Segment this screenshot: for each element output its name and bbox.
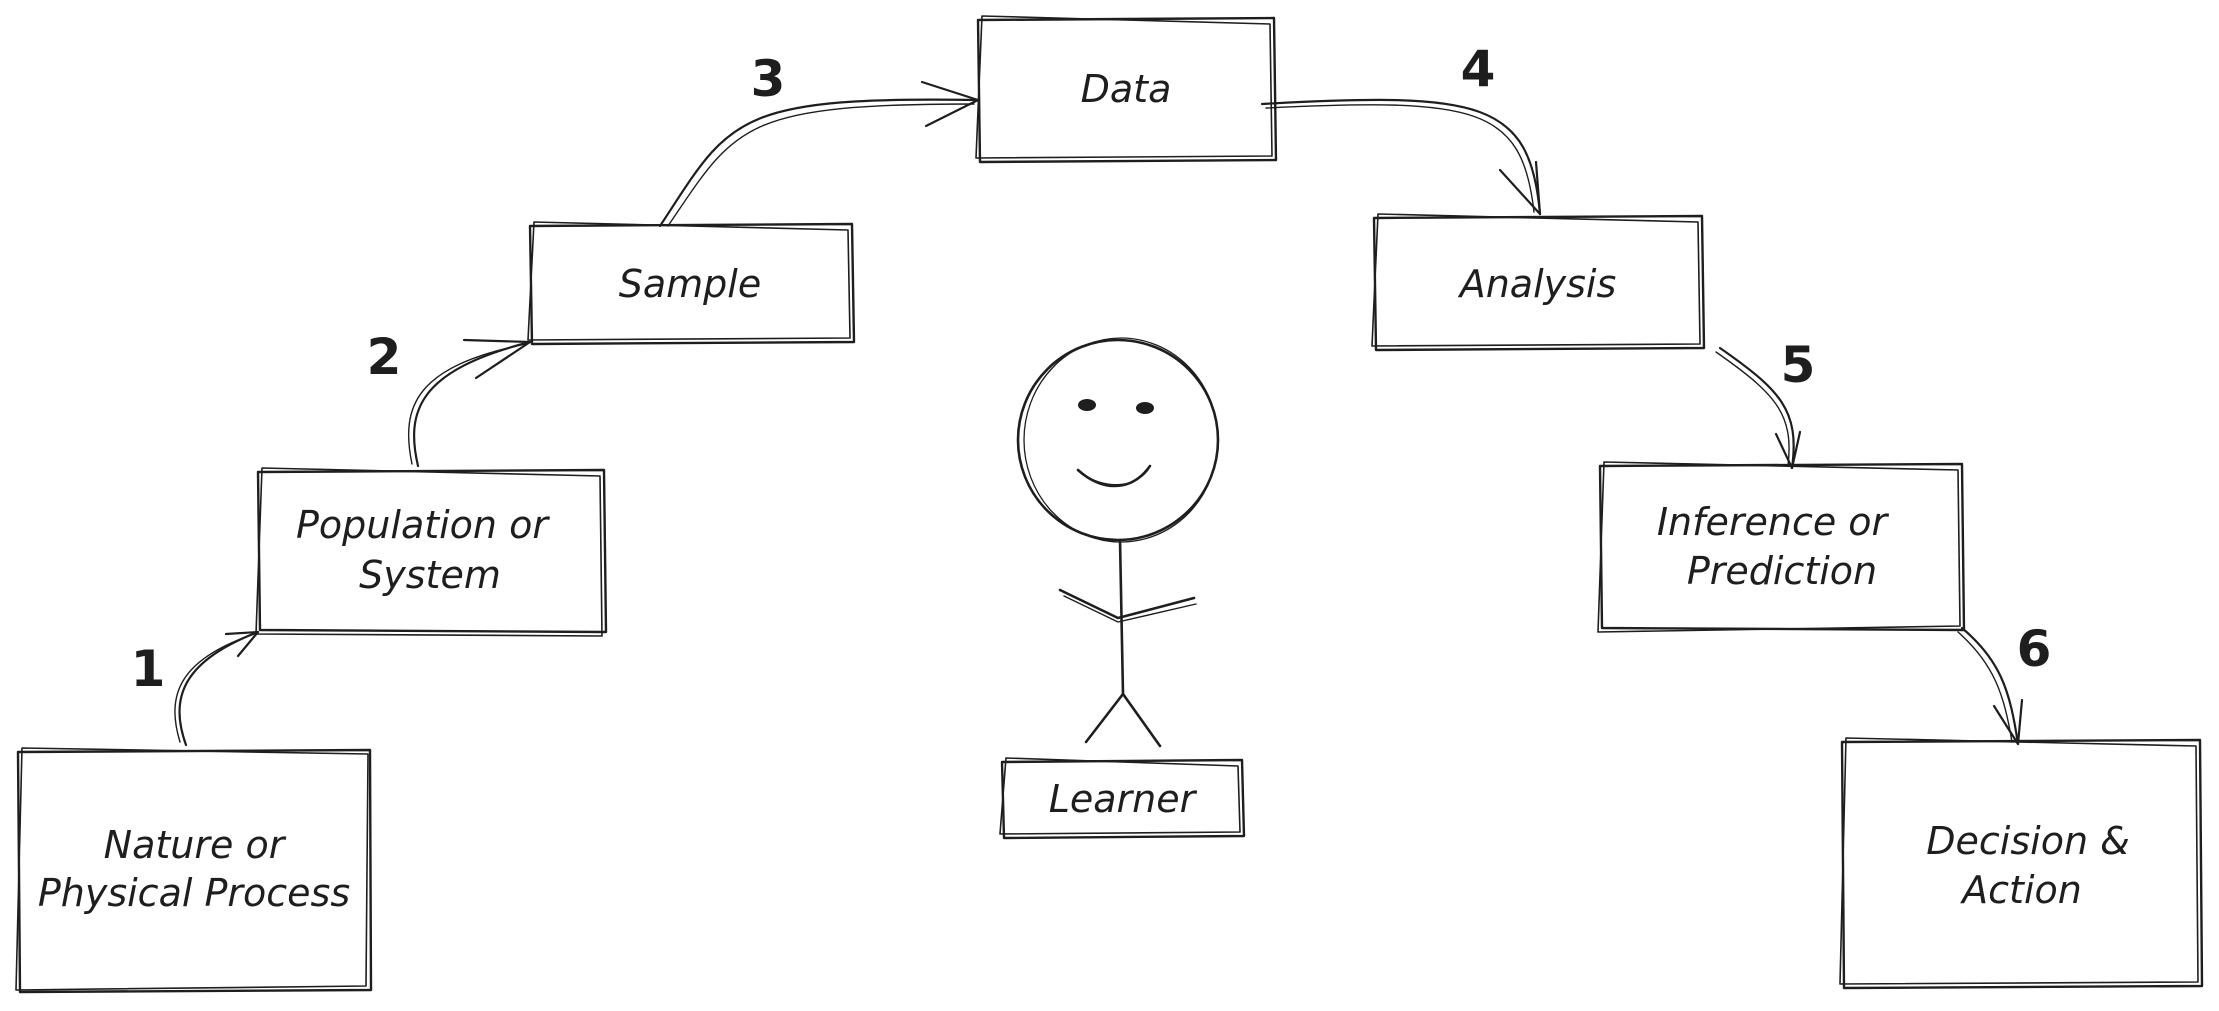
learner-head (1016, 338, 1220, 542)
nature-box: Nature or Physical Process (15, 747, 373, 994)
nature-label-line1: Nature or (104, 823, 287, 867)
arrow-4 (1260, 98, 1542, 216)
data-label: Data (1081, 67, 1172, 111)
arrow-1 (174, 630, 260, 747)
learner-label: Learner (1049, 777, 1198, 821)
learner-right-eye (1136, 402, 1154, 414)
decision-label-line2: Action (1959, 868, 2082, 912)
learner-box: Learner (999, 757, 1246, 840)
arrow-5 (1715, 346, 1802, 470)
sample-box: Sample (527, 221, 856, 346)
arrow-3 (658, 80, 980, 228)
learner-left-eye (1078, 399, 1096, 411)
inference-box: Inference or Prediction (1597, 461, 1966, 633)
population-box: Population or System (255, 467, 608, 637)
arrow-2 (407, 338, 532, 468)
step-number-6: 6 (2017, 620, 2052, 678)
decision-box: Decision & Action (1839, 737, 2204, 990)
step-number-1: 1 (131, 640, 166, 698)
nature-label-line2: Physical Process (38, 871, 350, 915)
decision-label-line1: Decision & (1926, 819, 2130, 863)
step-number-5: 5 (1781, 336, 1816, 394)
learner-smile (1076, 464, 1152, 488)
population-label-line2: System (359, 553, 501, 597)
inference-label-line1: Inference or (1657, 500, 1890, 544)
analysis-label: Analysis (1457, 262, 1617, 306)
arrow-6 (1957, 626, 2024, 746)
data-box: Data (975, 15, 1278, 164)
analysis-box: Analysis (1371, 213, 1706, 352)
step-number-4: 4 (1461, 40, 1496, 98)
learner-arms (1058, 588, 1196, 620)
inference-label-line2: Prediction (1687, 549, 1877, 593)
learner-stick-figure (1016, 337, 1220, 748)
population-label-line1: Population or (296, 503, 550, 547)
sample-label: Sample (619, 262, 761, 306)
learner-legs (1084, 692, 1162, 748)
step-number-2: 2 (367, 328, 402, 386)
step-number-3: 3 (751, 50, 786, 108)
